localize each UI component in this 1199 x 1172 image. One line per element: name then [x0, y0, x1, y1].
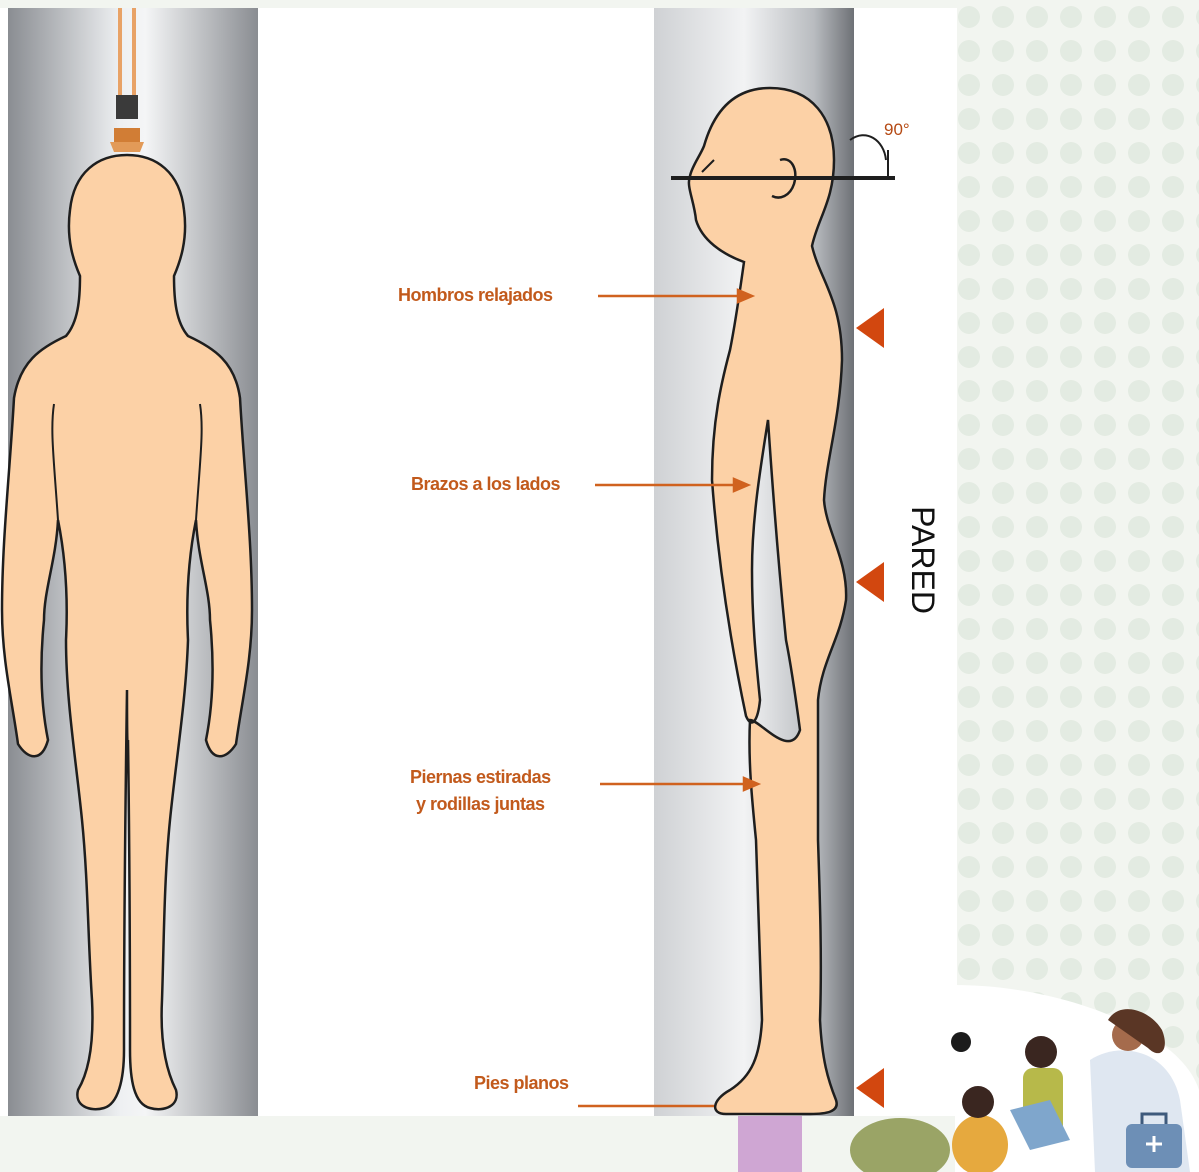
- label-shoulders-relaxed: Hombros relajados: [398, 285, 553, 306]
- label-feet-flat: Pies planos: [474, 1073, 569, 1094]
- wall-label: PARED: [903, 505, 943, 615]
- label-angle-90: 90°: [884, 120, 910, 140]
- label-legs-line1: Piernas estiradas: [410, 764, 551, 791]
- label-legs-straight: Piernas estiradas y rodillas juntas: [410, 764, 551, 818]
- label-legs-line2: y rodillas juntas: [410, 791, 551, 818]
- label-arms-at-sides: Brazos a los lados: [411, 474, 560, 495]
- bottom-accent-block: [738, 1116, 802, 1172]
